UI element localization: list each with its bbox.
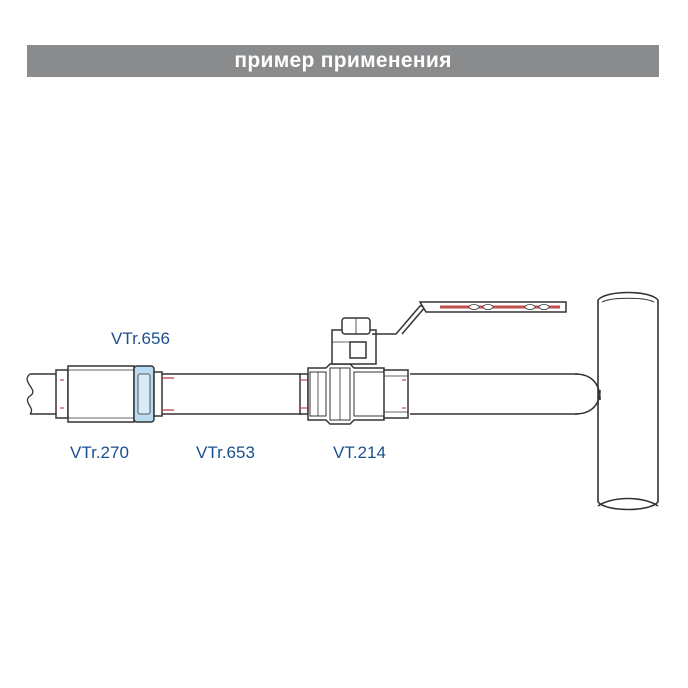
vertical-main-pipe xyxy=(597,291,659,511)
pipe-segment-vtr653 xyxy=(160,373,302,415)
fitting-vtr656-seal xyxy=(133,365,174,423)
pipe-segment-right xyxy=(410,373,578,415)
label-vtr270: VTr.270 xyxy=(70,443,129,462)
ball-valve-stem-nut xyxy=(331,317,377,365)
fitting-vtr270-nipple xyxy=(55,365,135,423)
section-header-banner: пример применения xyxy=(27,45,659,77)
label-vtr653: VTr.653 xyxy=(196,443,255,462)
label-vtr656: VTr.656 xyxy=(111,329,170,348)
section-header-title: пример применения xyxy=(234,49,452,72)
ball-valve-lever-handle xyxy=(372,301,567,335)
ball-valve-vt214-body xyxy=(299,363,409,425)
tee-branch-junction xyxy=(574,373,601,415)
label-vt214: VT.214 xyxy=(333,443,386,462)
